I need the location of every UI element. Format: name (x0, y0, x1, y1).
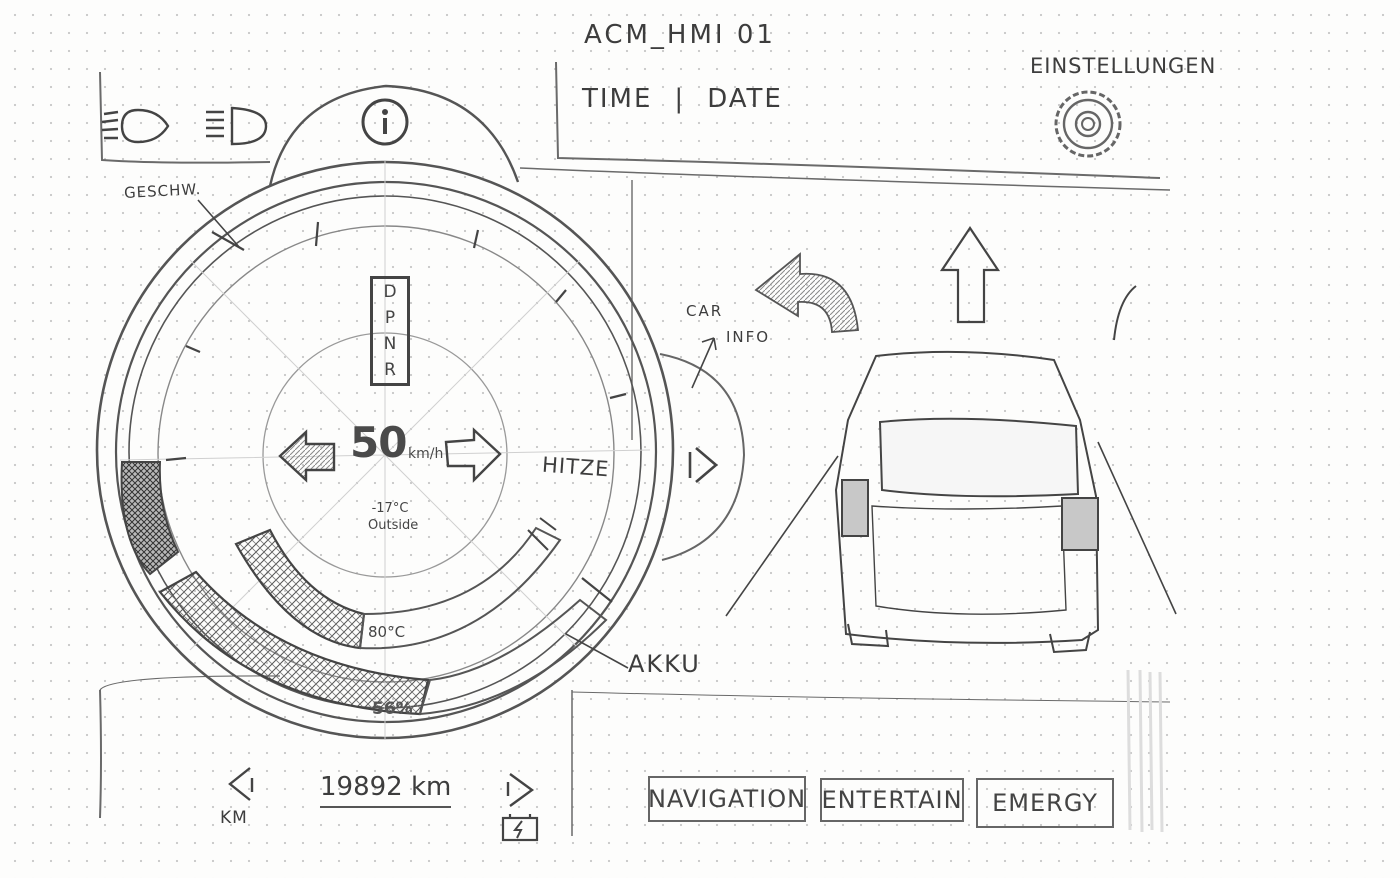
info-icon (361, 98, 409, 146)
akku-pointer (565, 633, 629, 669)
chevron-right-icon (688, 447, 719, 483)
gear-n: N (383, 334, 397, 354)
gear-icon (1054, 90, 1122, 158)
guide-lines (119, 160, 651, 740)
battery-gauge-label: AKKU (628, 650, 701, 678)
settings-label: EINSTELLUNGEN (1030, 54, 1217, 78)
odometer-next-button[interactable] (500, 770, 540, 810)
battery-bar-empty (418, 598, 608, 716)
car-info-label-line1: CAR (686, 302, 724, 320)
outside-temp-label: Outside (368, 518, 419, 533)
date-label: DATE (707, 84, 783, 114)
speed-value: 50 (350, 418, 407, 467)
battery-charge-icon (501, 814, 539, 842)
car-info-label: CAR INFO (686, 298, 770, 350)
info-button[interactable] (356, 96, 414, 148)
chevron-left-icon (228, 767, 254, 801)
gear-selector: D P N R (370, 276, 410, 386)
settings-button[interactable] (1050, 88, 1130, 160)
car-info-button[interactable] (682, 440, 722, 490)
odometer-prev-button[interactable] (222, 764, 262, 804)
speed-unit: km/h (408, 446, 444, 462)
heat-bar-empty (358, 526, 562, 650)
carinfo-pointer (691, 337, 717, 389)
time-label: TIME (582, 84, 653, 114)
navigation-button[interactable]: NAVIGATION (648, 776, 806, 822)
speed-fill-bar (120, 461, 180, 576)
heat-gauge-label: HITZE (541, 452, 611, 482)
heat-temp-value: 80°C (368, 623, 406, 641)
time-date-display: TIME | DATE (582, 84, 783, 114)
low-beam-headlight-icon (101, 108, 170, 144)
turn-left-indicator (278, 429, 336, 483)
nav-turn-arrow (754, 252, 859, 333)
energy-button[interactable]: EMERGY (976, 778, 1114, 828)
frame-lines (99, 61, 1171, 836)
info-bubble (268, 84, 520, 187)
entertainment-button[interactable]: ENTERTAIN (820, 778, 964, 822)
outside-temperature: -17°C Outside (368, 500, 419, 534)
gear-p: P (384, 308, 396, 328)
outside-temp-value: -17°C (371, 501, 409, 516)
odometer-unit-label: KM (220, 808, 248, 828)
battery-percent: 56% (372, 699, 413, 719)
odometer-value: 19892 km (320, 772, 452, 808)
time-date-separator: | (674, 84, 686, 114)
headlight-indicators (101, 106, 268, 146)
gear-r: R (384, 360, 396, 380)
car-info-bubble (659, 353, 746, 561)
app-title: ACM_HMI 01 (584, 20, 776, 50)
nav-straight-arrow (939, 226, 1001, 324)
high-beam-headlight-icon (206, 106, 268, 146)
car-info-label-line2: INFO (726, 328, 771, 346)
gear-d: D (383, 282, 397, 302)
turn-right-indicator (444, 427, 502, 483)
chevron-right-icon (506, 773, 535, 807)
geschw-pointer (197, 199, 241, 249)
car-rear-view (725, 350, 1177, 654)
